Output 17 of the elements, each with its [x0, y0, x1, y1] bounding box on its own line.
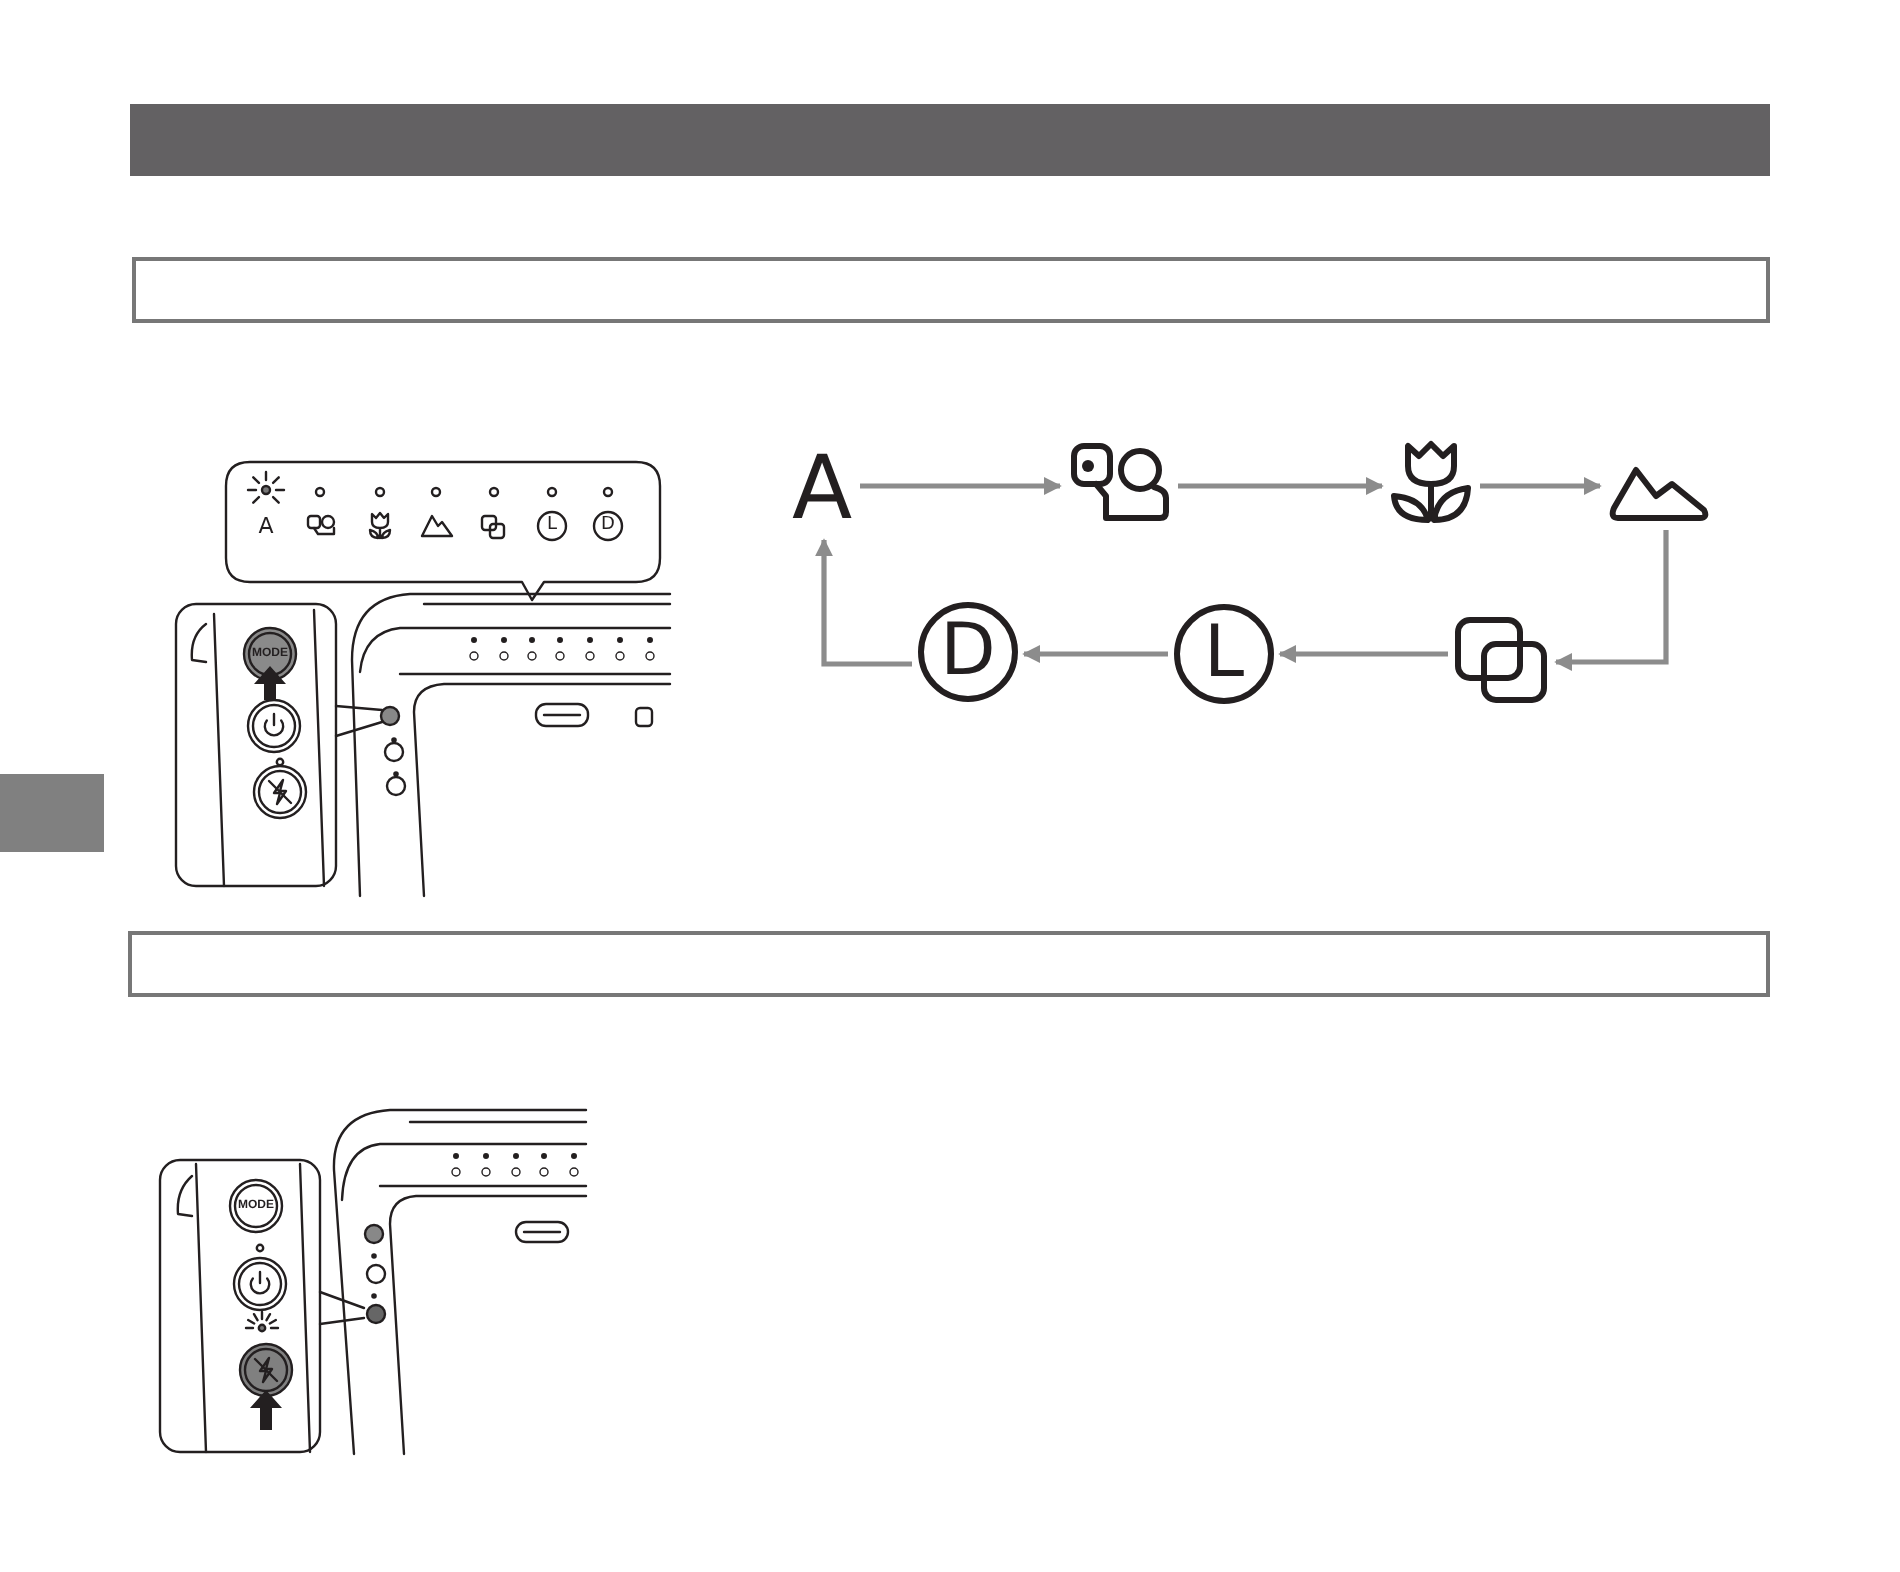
- arrow: [1278, 645, 1448, 663]
- indicator-label: A: [258, 515, 274, 537]
- arrow: [1480, 477, 1602, 495]
- tulip-icon: [1388, 438, 1474, 524]
- figures-icon: [1066, 442, 1172, 524]
- arrow: [1178, 477, 1384, 495]
- arrow: [860, 477, 1062, 495]
- circled-letter: L: [1174, 604, 1274, 704]
- overlapping-squares-icon: [1454, 616, 1550, 706]
- indicator-label: L: [547, 517, 557, 535]
- arrow: [1554, 530, 1669, 671]
- mode-letter: A: [790, 446, 854, 534]
- indicator-label: D: [601, 517, 615, 535]
- mountain-icon: [1606, 464, 1710, 524]
- arrow: [815, 538, 912, 667]
- arrow: [1022, 645, 1168, 663]
- circled-letter: D: [918, 602, 1018, 702]
